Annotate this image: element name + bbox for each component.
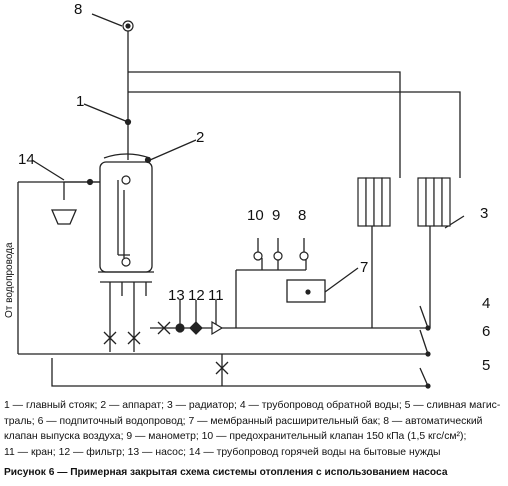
label-6: 6	[482, 323, 490, 340]
safety-valve	[253, 251, 263, 261]
label-8: 8	[298, 207, 306, 224]
label-3: 3	[480, 205, 488, 222]
label-5: 5	[482, 357, 490, 374]
figure-caption: Рисунок 6 — Примерная закрытая схема сис…	[4, 467, 448, 478]
label-8-top: 8	[74, 1, 82, 18]
label-7: 7	[360, 259, 368, 276]
air-vent	[299, 251, 309, 261]
tap	[211, 320, 224, 336]
legend-line: траль; 6 — подпиточный водопровод; 7 — м…	[4, 415, 483, 427]
label-13: 13	[168, 287, 185, 304]
manometer	[273, 251, 283, 261]
heating-system-diagram: 8 1 2 14 3 10 9 8 7 13 12 11 4 6 5 От во…	[4, 1, 490, 389]
legend-line: 11 — кран; 12 — фильтр; 13 — насос; 14 —…	[4, 446, 441, 458]
legend-line: клапан выпуска воздуха; 9 — манометр; 10…	[4, 431, 467, 442]
drain-line	[51, 354, 428, 387]
label-11: 11	[208, 287, 224, 304]
label-10: 10	[247, 207, 264, 224]
label-4: 4	[482, 295, 490, 312]
expansion-tank	[286, 279, 326, 303]
radiator-right	[417, 177, 451, 227]
legend-line: 1 — главный стояк; 2 — аппарат; 3 — ради…	[4, 400, 501, 411]
pump	[175, 323, 185, 333]
legend: 1 — главный стояк; 2 — аппарат; 3 — ради…	[4, 398, 508, 460]
filter	[189, 321, 203, 335]
label-9: 9	[272, 207, 280, 224]
radiator-left	[357, 177, 391, 227]
label-14: 14	[18, 151, 35, 168]
label-1: 1	[76, 93, 84, 110]
label-12: 12	[188, 287, 205, 304]
label-2: 2	[196, 129, 204, 146]
water-supply-label: От водопровода	[4, 242, 15, 318]
hot-water-line	[51, 181, 100, 225]
return-line	[150, 258, 428, 329]
supply-line	[128, 71, 461, 178]
